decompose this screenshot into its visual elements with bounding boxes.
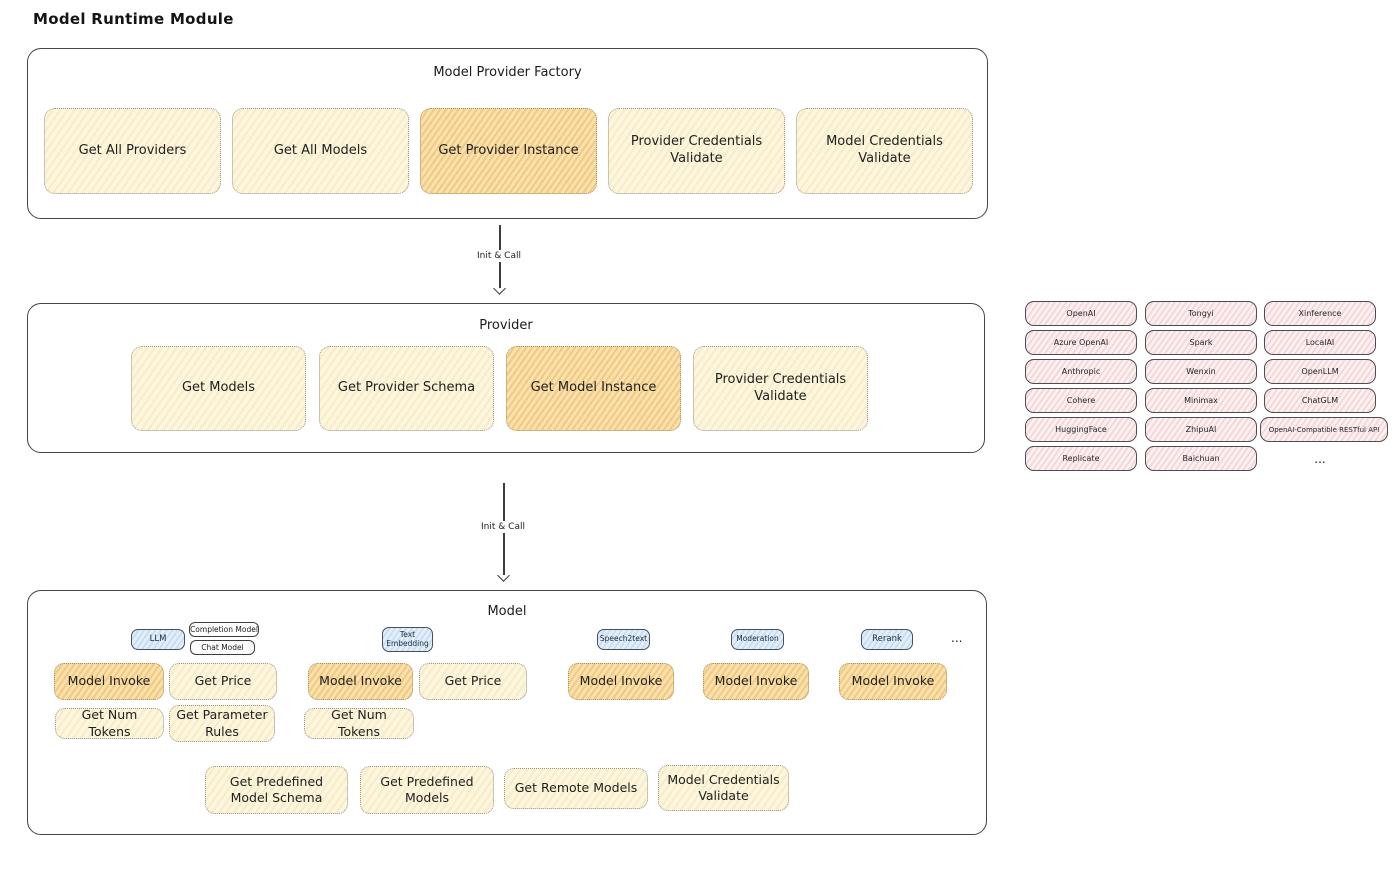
tag-text-embedding: Text Embedding bbox=[382, 627, 433, 652]
node-provider-credentials-validate-2: Provider Credentials Validate bbox=[693, 346, 868, 431]
provider-huggingface: HuggingFace bbox=[1025, 417, 1137, 442]
tag-speech2text: Speech2text bbox=[597, 629, 650, 650]
provider-anthropic: Anthropic bbox=[1025, 359, 1137, 384]
node-model-invoke-llm: Model Invoke bbox=[54, 663, 164, 700]
model-title: Model bbox=[487, 604, 527, 619]
model-types-ellipsis: ... bbox=[951, 631, 963, 645]
node-model-credentials-validate: Model Credentials Validate bbox=[796, 108, 973, 194]
tag-llm: LLM bbox=[131, 629, 185, 650]
node-model-invoke-moderation: Model Invoke bbox=[703, 663, 809, 700]
node-get-remote-models: Get Remote Models bbox=[504, 768, 648, 809]
node-get-all-providers: Get All Providers bbox=[44, 108, 221, 194]
provider-spark: Spark bbox=[1145, 330, 1257, 355]
node-get-price-llm: Get Price bbox=[169, 663, 277, 700]
node-model-invoke-speech2text: Model Invoke bbox=[568, 663, 674, 700]
provider-title: Provider bbox=[479, 318, 533, 333]
page-title: Model Runtime Module bbox=[33, 10, 234, 28]
node-get-num-tokens-text-embedding: Get Num Tokens bbox=[304, 707, 414, 739]
node-get-predefined-models: Get Predefined Models bbox=[360, 766, 494, 814]
provider-baichuan: Baichuan bbox=[1145, 446, 1257, 471]
provider-cohere: Cohere bbox=[1025, 388, 1137, 413]
provider-openllm: OpenLLM bbox=[1264, 359, 1376, 384]
connector-label-init-call-1: Init & Call bbox=[462, 250, 536, 262]
node-provider-credentials-validate: Provider Credentials Validate bbox=[608, 108, 785, 194]
node-get-parameter-rules: Get Parameter Rules bbox=[169, 705, 275, 742]
tag-chat-model: Chat Model bbox=[190, 640, 255, 655]
node-get-models: Get Models bbox=[131, 346, 306, 431]
provider-openai-compatible: OpenAI-Compatible RESTful API bbox=[1260, 417, 1388, 442]
tag-completion-model: Completion Model bbox=[189, 622, 259, 637]
tag-moderation: Moderation bbox=[731, 629, 784, 650]
down-arrowhead-icon-2 bbox=[497, 569, 510, 582]
provider-localai: LocalAI bbox=[1264, 330, 1376, 355]
provider-more-ellipsis: ... bbox=[1314, 452, 1326, 466]
node-get-predefined-model-schema: Get Predefined Model Schema bbox=[205, 766, 348, 814]
node-model-credentials-validate-model: Model Credentials Validate bbox=[658, 765, 789, 811]
tag-rerank: Rerank bbox=[861, 629, 913, 650]
provider-zhipuai: ZhipuAI bbox=[1145, 417, 1257, 442]
provider-azure-openai: Azure OpenAI bbox=[1025, 330, 1137, 355]
node-get-all-models: Get All Models bbox=[232, 108, 409, 194]
provider-wenxin: Wenxin bbox=[1145, 359, 1257, 384]
node-get-provider-instance: Get Provider Instance bbox=[420, 108, 597, 194]
provider-xinference: Xinference bbox=[1264, 301, 1376, 326]
provider-panel: Provider Get Models Get Provider Schema … bbox=[27, 303, 1000, 468]
model-panel: Model LLM Completion Model Chat Model Te… bbox=[27, 590, 1002, 850]
provider-replicate: Replicate bbox=[1025, 446, 1137, 471]
down-arrowhead-icon bbox=[493, 282, 506, 295]
factory-title: Model Provider Factory bbox=[433, 65, 582, 80]
factory-panel: Model Provider Factory Get All Providers… bbox=[27, 48, 988, 219]
provider-minimax: Minimax bbox=[1145, 388, 1257, 413]
provider-tongyi: Tongyi bbox=[1145, 301, 1257, 326]
node-model-invoke-rerank: Model Invoke bbox=[839, 663, 947, 700]
node-get-provider-schema: Get Provider Schema bbox=[319, 346, 494, 431]
node-get-price-text-embedding: Get Price bbox=[419, 663, 527, 700]
node-get-model-instance: Get Model Instance bbox=[506, 346, 681, 431]
node-model-invoke-text-embedding: Model Invoke bbox=[308, 663, 413, 700]
connector-label-init-call-2: Init & Call bbox=[466, 521, 540, 533]
node-get-num-tokens-llm: Get Num Tokens bbox=[55, 707, 164, 739]
provider-chatglm: ChatGLM bbox=[1264, 388, 1376, 413]
provider-openai: OpenAI bbox=[1025, 301, 1137, 326]
